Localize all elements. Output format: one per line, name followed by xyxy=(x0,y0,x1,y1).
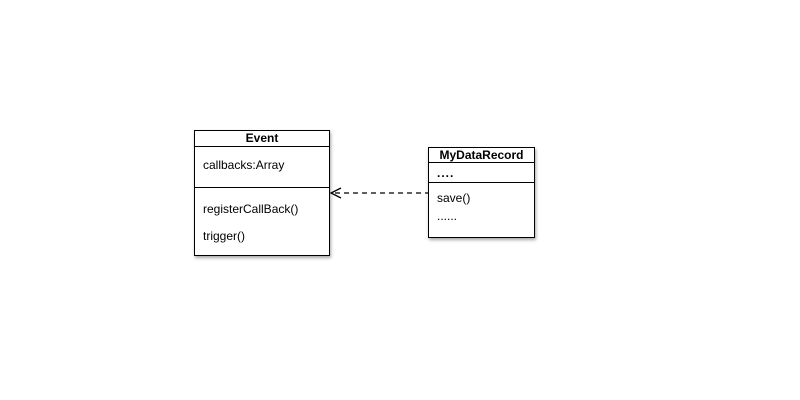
class-attributes-section-event: callbacks:Array xyxy=(195,147,329,188)
class-box-mydatarecord: MyDataRecord .... save() ...... xyxy=(428,147,535,238)
class-title-event: Event xyxy=(195,131,329,147)
dependency-arrowhead-icon xyxy=(329,187,342,199)
attribute-callbacks: callbacks:Array xyxy=(203,158,285,172)
method-trigger: trigger() xyxy=(203,229,246,243)
method-ellipsis: ...... xyxy=(437,209,458,223)
class-title-mydatarecord: MyDataRecord xyxy=(429,148,534,163)
method-registercallback: registerCallBack() xyxy=(203,202,299,216)
method-save: save() xyxy=(437,191,471,205)
class-methods-section-mydatarecord: save() ...... xyxy=(429,183,534,237)
class-box-event: Event callbacks:Array registerCallBack()… xyxy=(194,130,330,256)
class-attributes-section-mydatarecord: .... xyxy=(429,163,534,183)
attribute-ellipsis: .... xyxy=(437,166,455,180)
class-methods-section-event: registerCallBack() trigger() xyxy=(195,188,329,255)
